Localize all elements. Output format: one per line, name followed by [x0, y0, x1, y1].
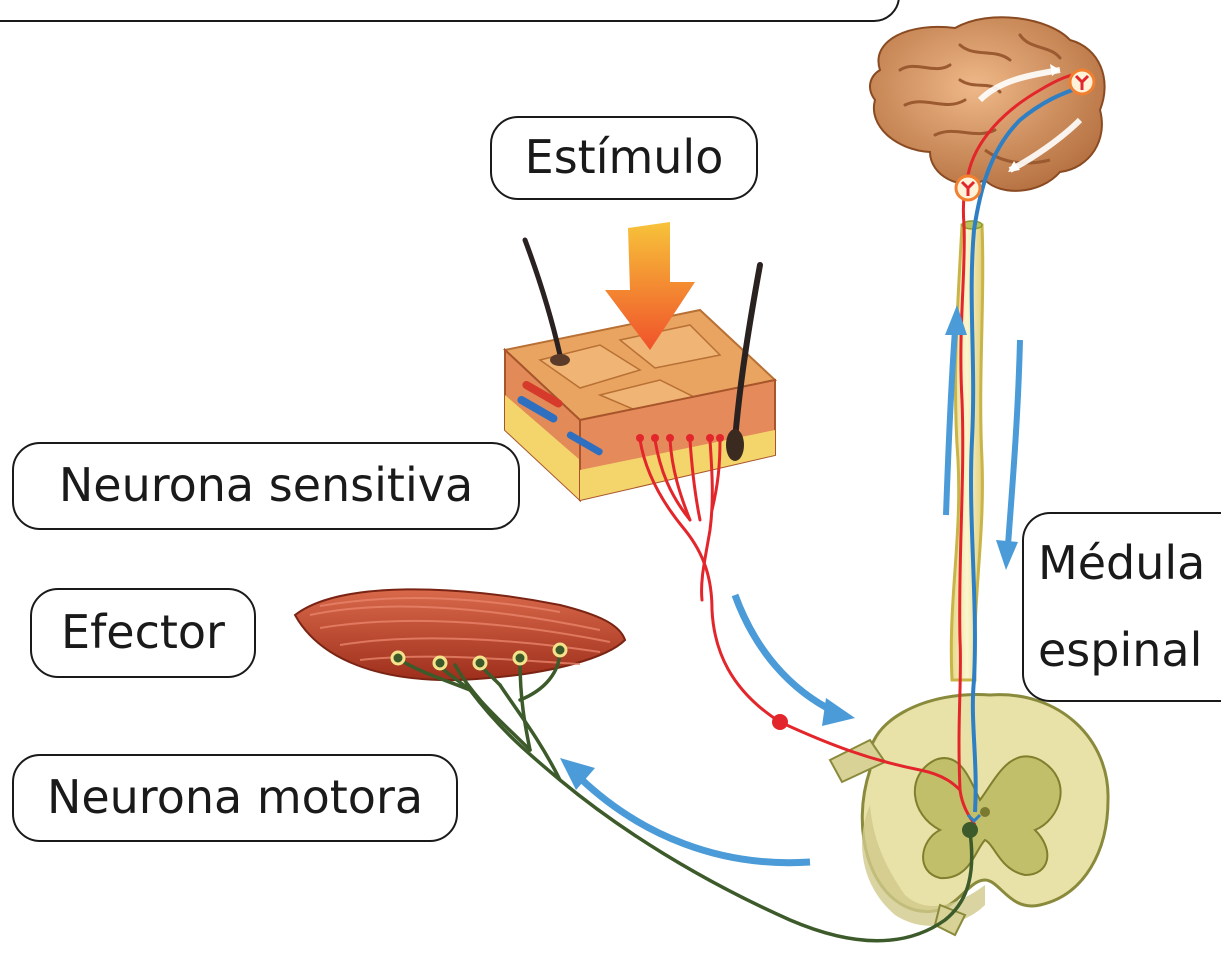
label-medula-line1: Médula: [1038, 520, 1205, 607]
flow-arrow-up: [946, 330, 955, 515]
brain: [870, 17, 1105, 191]
label-efector: Efector: [30, 588, 256, 678]
label-neurona-motora: Neurona motora: [12, 754, 458, 842]
label-medula-espinal: Médula espinal: [1022, 512, 1221, 702]
cropped-title-box: [0, 0, 900, 22]
label-neurona-sensitiva-text: Neurona sensitiva: [59, 458, 473, 513]
flow-arrow-to-cord: [735, 595, 835, 712]
flow-arrow-down: [1008, 340, 1020, 545]
flow-arrow-down-head: [996, 540, 1018, 570]
muscle-effector: [295, 589, 625, 680]
hair-follicle: [550, 354, 570, 366]
label-estimulo: Estímulo: [490, 116, 758, 200]
hair: [525, 240, 560, 355]
label-neurona-motora-text: Neurona motora: [47, 770, 423, 825]
motor-neuron-cell-body: [962, 822, 978, 838]
label-efector-text: Efector: [61, 605, 225, 660]
flow-arrow-to-cord-head: [822, 698, 855, 726]
sensory-neuron-cell-body: [772, 714, 788, 730]
skin-block: [505, 310, 775, 500]
spinal-cord: [951, 221, 982, 680]
label-neurona-sensitiva: Neurona sensitiva: [12, 442, 520, 530]
label-medula-line2: espinal: [1038, 607, 1202, 694]
hair-follicle: [726, 429, 744, 461]
label-estimulo-text: Estímulo: [525, 130, 724, 185]
